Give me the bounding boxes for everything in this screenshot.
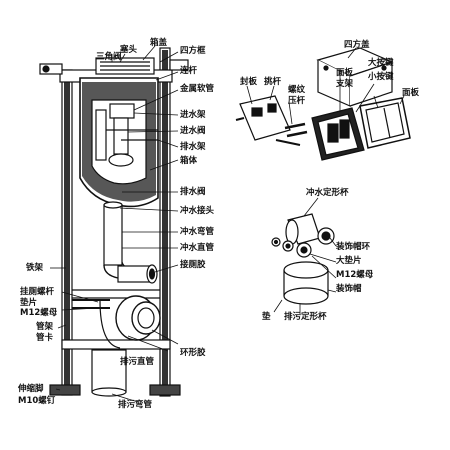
label-gasket: 垫 [262,312,271,322]
drain-cup [283,261,329,305]
label-deco-ring: 装饰帽环 [336,242,371,252]
label-drain-frame: 排水架 [180,142,206,152]
label-deco-cap: 装饰帽 [336,284,362,294]
label-flush-connector: 冲水接头 [180,206,215,216]
label-washer: 垫片 [20,298,38,308]
label-small-button: 小按键 [368,72,394,82]
label-square-lid: 四方盖 [344,40,370,50]
label-pipe-clip: 管卡 [36,333,54,343]
label-metal-hose: 金属软管 [180,84,215,94]
label-screw: 螺纹 [288,85,306,95]
label-pipe-clamp: 管架 [36,322,54,332]
label-handle: 挑杆 [264,77,282,87]
label-iron-frame: 铁架 [26,263,44,273]
label-drain-cup: 排污定形杯 [284,312,327,322]
square-lid [316,47,394,107]
label-drain-valve: 排水阀 [180,187,206,197]
label-square-frame: 四方框 [180,46,206,56]
waste-elbow [91,295,161,397]
label-tank-body: 箱体 [180,156,198,166]
label-link-rod: 连杆 [180,66,198,76]
toilet-connector-pipe [117,264,158,284]
label-inlet-valve: 进水阀 [180,126,206,136]
label-angle-valve: 三角阀 [96,52,122,62]
label-flush-cup: 冲水定形杯 [306,188,349,198]
flush-pipe [103,201,141,279]
label-big-washer: 大垫片 [336,256,362,266]
seal-plate [235,95,291,141]
label-big-button: 大按键 [368,58,394,68]
washers-nuts [271,237,312,258]
label-drain-elbow: 排污弯管 [118,400,153,410]
label-panel-frame: 支架 [336,79,354,89]
label-panel: 面板 [336,68,354,78]
label-flush-elbow: 冲水弯管 [180,227,215,237]
label-drain-straight: 排污直管 [120,357,155,367]
label-hanger-rod: 挂厕螺杆 [20,287,55,297]
face-plate [359,97,411,149]
label-ring-rubber: 环形胶 [180,348,206,358]
label-m10-screw: M10螺钉 [18,396,56,406]
label-m12-nut2: M12螺母 [336,270,374,280]
label-toilet-connector: 接厕胶 [180,260,206,270]
label-tank-lid: 箱盖 [150,38,168,48]
cistern-body [79,57,159,208]
label-flush-straight: 冲水直管 [180,243,215,253]
label-press-rod: 压杆 [288,96,306,106]
panel-frame [311,107,365,161]
hanger-rods [72,299,110,309]
label-face-plate: 面板 [402,88,420,98]
press-rods [275,122,308,146]
label-seal-plate: 封板 [240,77,258,87]
label-telescopic-foot: 伸缩脚 [18,384,44,394]
flush-cup [285,213,335,245]
label-plug: 塞头 [120,45,138,55]
label-m12-nut: M12螺母 [20,308,58,318]
label-inlet-frame: 进水架 [180,110,206,120]
